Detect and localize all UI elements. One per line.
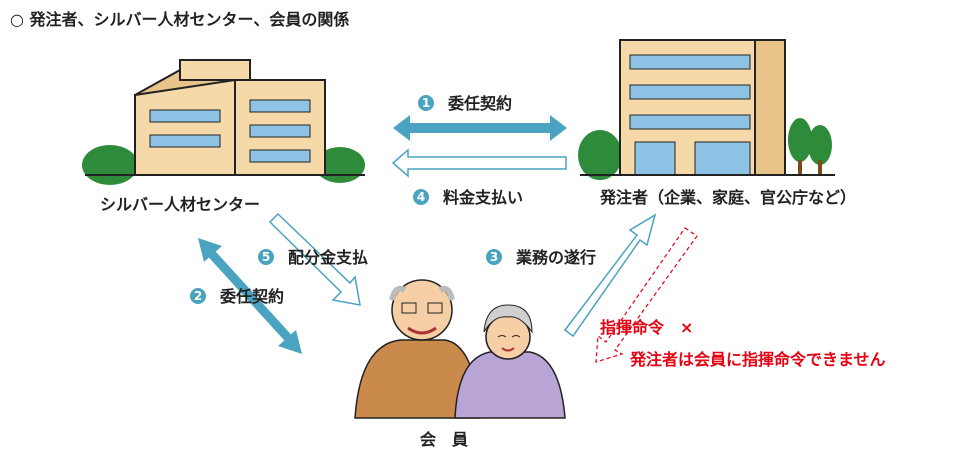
relation-1-text: 委任契約 (447, 94, 512, 113)
number-badge-3 (486, 249, 502, 265)
client-label: 発注者（企業、家庭、官公庁など） (599, 188, 856, 207)
relation-4-text: 料金支払い (443, 188, 523, 207)
number-badge-4 (413, 189, 429, 205)
svg-text:2: 2 (194, 289, 202, 303)
arrow-5-distribution (268, 212, 361, 306)
svg-text:4: 4 (417, 190, 425, 204)
number-badge-2 (190, 288, 206, 304)
silver-center-building-icon (82, 59, 365, 185)
relation-3-text: 業務の遂行 (515, 248, 596, 267)
number-badge-1 (418, 95, 434, 111)
relation-1-label: 1 委任契約 (418, 94, 512, 113)
silver-center-label: シルバー人材センター (100, 195, 260, 214)
prohibited-command-arrow (595, 227, 698, 363)
number-badge-5 (258, 249, 274, 265)
relation-3-label: 3 業務の遂行 (486, 248, 596, 267)
svg-text:5: 5 (262, 250, 270, 264)
arrow-4-payment (391, 148, 567, 178)
svg-text:3: 3 (490, 250, 498, 264)
members-label: 会 員 (420, 430, 468, 449)
command-prohibited-note: 発注者は会員に指揮命令できません (629, 350, 886, 369)
relation-2-text: 委任契約 (219, 287, 284, 306)
relation-2-label: 2 委任契約 (190, 287, 284, 306)
arrow-3-work (563, 213, 657, 338)
arrow-1-contract (393, 115, 567, 141)
arrow-2-contract (198, 238, 302, 354)
command-prohibited-label: 指揮命令 × (600, 318, 693, 337)
client-building-icon (578, 39, 835, 180)
svg-text:1: 1 (422, 96, 430, 110)
members-illustration-icon (354, 279, 566, 419)
diagram-title: ○ 発注者、シルバー人材センター、会員の関係 (10, 10, 349, 29)
relation-5-text: 配分金支払 (288, 248, 368, 267)
relation-5-label: 5 配分金支払 (258, 248, 368, 267)
relation-4-label: 4 料金支払い (413, 188, 523, 207)
